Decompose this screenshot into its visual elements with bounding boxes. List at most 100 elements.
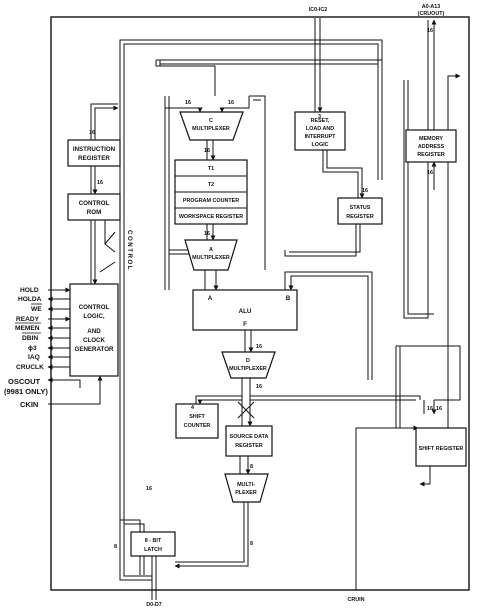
amux-to-alu	[204, 270, 216, 290]
rom-label-2: ROM	[87, 209, 101, 216]
cmux-in-right	[219, 96, 250, 113]
reg-t2: T2	[208, 182, 214, 188]
control-pins	[47, 287, 103, 405]
c-multiplexer: C MULTIPLEXER	[179, 111, 244, 141]
rl-label-1: RESET,	[311, 118, 330, 124]
pin-phi3: ϕ3	[28, 345, 37, 352]
sc-label-2: COUNTER	[184, 423, 211, 429]
latch-label-2: LATCH	[144, 547, 162, 553]
width-cmux-out: 16	[204, 148, 210, 154]
dmux-label-2: MULTIPLEXER	[229, 366, 267, 372]
cruin-label: CRUIN	[347, 597, 364, 603]
dmux-cross	[237, 401, 255, 419]
bus-into-amux	[169, 249, 190, 255]
alu-to-dmux	[244, 330, 251, 352]
ic-bus-label: IC0-IC2	[309, 7, 328, 13]
cl-label-6: GENERATOR	[75, 346, 114, 353]
mar-to-address	[427, 20, 434, 130]
width-ir-rom: 16	[97, 180, 103, 186]
width-shreg-l: 16	[427, 406, 433, 412]
main-bus-top	[119, 39, 383, 180]
bus-pc-loop	[156, 59, 382, 66]
chip-border	[50, 16, 470, 591]
omux-label-1: MULTI-	[237, 482, 255, 488]
right-vertical-bus	[403, 80, 434, 319]
bus-to-shiftreg	[423, 400, 434, 414]
databus-loop	[120, 519, 145, 575]
cl-label-5: CLOCK	[83, 337, 106, 344]
dmux-label-1: D	[246, 358, 250, 364]
reg-wr: WORKSPACE REGISTER	[179, 214, 243, 220]
cmux-in-left	[164, 96, 203, 113]
alu-b-input	[284, 278, 291, 290]
pin-dbin: DBIN	[22, 335, 38, 342]
address-bus-label: A0-A13	[422, 4, 441, 10]
status-out	[284, 224, 361, 257]
ir-to-rom	[91, 166, 95, 194]
reg-t1: T1	[208, 166, 214, 172]
dmux-right-bus	[250, 395, 421, 401]
dmux-to-shiftcounter	[196, 395, 242, 404]
width-cmux-r: 16	[228, 100, 234, 106]
alu: A B ALU F	[192, 289, 298, 331]
ic-bus-in	[314, 18, 320, 112]
bus-to-cmux	[155, 60, 216, 96]
ir-label-2: REGISTER	[78, 155, 110, 162]
right-loop-to-b	[284, 271, 373, 380]
rom-to-logic	[91, 220, 95, 284]
cl-label-1: CONTROL	[79, 304, 110, 311]
right-loop-shiftreg	[395, 345, 461, 428]
reg-pc: PROGRAM COUNTER	[183, 198, 239, 204]
rom-label-1: CONTROL	[79, 200, 110, 207]
sr-label-2: REGISTER	[346, 214, 374, 220]
mux-to-latch	[175, 502, 249, 566]
pin-memen: MEMEN	[15, 325, 40, 332]
register-file: T1 T2 PROGRAM COUNTER WORKSPACE REGISTER	[174, 159, 248, 225]
width-mar-in: 16	[427, 170, 433, 176]
cmux-label-1: C	[209, 118, 213, 124]
latch-label-1: 8 - BIT	[145, 538, 162, 544]
cruout-label: (CRUOUT)	[418, 11, 445, 17]
memory-address-register: MEMORY ADDRESS REGISTER	[405, 129, 457, 163]
amux-label-2: MULTIPLEXER	[192, 255, 230, 261]
source-data-register: SOURCE DATA REGISTER	[225, 425, 273, 457]
cmux-feedback-left	[164, 96, 170, 290]
sc-label-1: SHIFT	[189, 414, 205, 420]
sdr-label-1: SOURCE DATA	[230, 434, 269, 440]
shift-register: SHIFT REGISTER	[415, 427, 467, 467]
pin-we: WE	[31, 306, 42, 313]
cl-label-2: LOGIC,	[83, 313, 105, 320]
output-multiplexer: MULTI- PLEXER	[224, 473, 269, 503]
amux-label-1: A	[209, 247, 213, 253]
mar-label-2: ADDRESS	[418, 144, 445, 150]
instruction-register: INSTRUCTION REGISTER	[67, 139, 121, 167]
width-mar-out: 16	[427, 28, 433, 34]
reset-to-status	[322, 150, 362, 198]
pin-ready: READY	[16, 316, 40, 323]
data-bus-label: D0-D7	[146, 602, 162, 608]
regs-to-amux	[206, 224, 213, 240]
alu-in-b: B	[286, 295, 291, 302]
cruin-line	[355, 425, 419, 590]
d-multiplexer: D MULTIPLEXER	[221, 351, 276, 379]
rl-label-2: LOAD AND	[306, 126, 334, 132]
pin-hold: HOLD	[20, 287, 39, 294]
main-bus-left-down	[119, 60, 125, 500]
width-latch-in: 8	[114, 544, 117, 550]
pin-iaq: IAQ	[28, 354, 40, 361]
width-shreg-r: 16	[436, 406, 442, 412]
width-status-in: 16	[362, 188, 368, 194]
control-logic: CONTROL LOGIC, AND CLOCK GENERATOR	[69, 283, 119, 377]
left-bus-into-latch	[119, 500, 152, 581]
width-sdr-out: 8	[250, 464, 253, 470]
cmux-label-2: MULTIPLEXER	[192, 126, 230, 132]
omux-label-2: PLEXER	[235, 490, 257, 496]
width-ic: 3	[318, 114, 321, 120]
cmux-feedback-right	[249, 95, 266, 270]
width-regs-out: 16	[204, 231, 210, 237]
sr-label-1: STATUS	[350, 205, 371, 211]
ckin-label: CKIN	[20, 400, 38, 409]
sdr-to-mux	[239, 456, 248, 474]
